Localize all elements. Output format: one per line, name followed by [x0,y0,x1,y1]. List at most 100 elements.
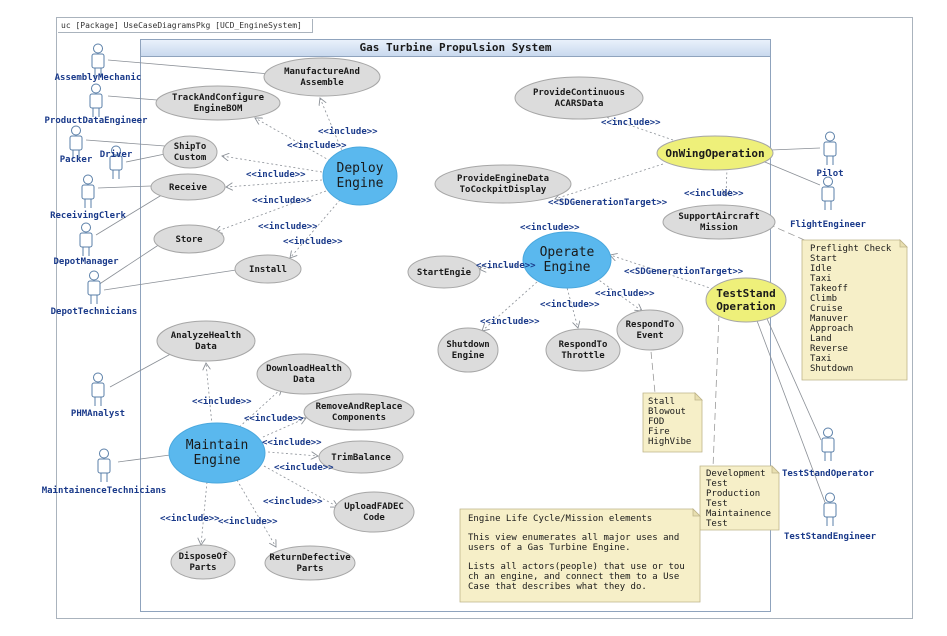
use-case-provide-engine-data-to-cockpit[interactable]: ProvideEngineData ToCockpitDisplay [434,164,572,204]
actor-label: TestStandOperator [782,469,875,479]
svg-text:ACARSData: ACARSData [555,99,604,109]
note-line: Lists all actors(people) that use or tou [468,562,685,572]
system-title: Gas Turbine Propulsion System [141,40,770,57]
include-label: <<include>> [595,288,655,299]
svg-text:Engine: Engine [337,176,384,191]
use-case-provide-continuous-acars-data[interactable]: ProvideContinuous ACARSData [514,76,644,120]
actor-pilot[interactable]: Pilot [816,131,844,179]
svg-text:Event: Event [636,331,663,341]
include-label: <<include>> [520,222,580,233]
actor-product-data-engineer[interactable]: ProductDataEngineer [45,83,149,126]
use-case-deploy-engine[interactable]: Deploy Engine [322,146,398,206]
use-case-track-and-configure-engine-bom[interactable]: TrackAndConfigure EngineBOM [155,85,281,121]
include-label: <<include>> [318,126,378,137]
use-case-receive[interactable]: Receive [150,173,226,201]
actor-assembly-mechanic[interactable]: AssemblyMechanic [55,43,142,83]
svg-text:Mission: Mission [700,222,738,233]
note-line: Maintainence [706,509,771,519]
svg-text:TrackAndConfigure: TrackAndConfigure [172,92,265,103]
use-case-support-aircraft-mission[interactable]: SupportAircraft Mission [662,204,776,240]
use-case-dispose-of-parts[interactable]: DisposeOf Parts [170,544,236,580]
actor-test-stand-operator[interactable]: TestStandOperator [782,427,875,479]
use-case-analyze-health-data[interactable]: AnalyzeHealth Data [156,320,256,362]
use-case-remove-and-replace-components[interactable]: RemoveAndReplace Components [303,393,415,431]
actor-label: AssemblyMechanic [55,72,142,83]
note-summary[interactable]: Engine Life Cycle/Mission elements This … [459,508,701,603]
use-case-respond-to-event[interactable]: RespondTo Event [616,309,684,351]
note-line: ch an engine, and connect them to a Use [468,572,679,582]
svg-text:StartEngie: StartEngie [417,267,472,278]
actor-label: ProductDataEngineer [45,115,149,126]
use-case-on-wing-operation[interactable]: OnWingOperation [656,135,774,171]
use-case-return-defective-parts[interactable]: ReturnDefective Parts [264,545,356,581]
note-events[interactable]: Stall Blowout FOD Fire HighVibe [642,392,703,453]
use-case-maintain-engine[interactable]: Maintain Engine [168,422,266,484]
actor-label: DepotTechnicians [51,306,138,317]
svg-text:ReturnDefective: ReturnDefective [269,552,351,563]
svg-text:Deploy: Deploy [337,161,384,176]
note-line: This view enumerates all major uses and [468,533,679,543]
include-label: <<include>> [287,140,347,151]
include-label: <<include>> [476,260,536,271]
actor-label: PHMAnalyst [71,409,125,419]
use-case-store[interactable]: Store [153,224,225,254]
note-line: Blowout [648,407,686,417]
use-case-ship-to-custom[interactable]: ShipTo Custom [162,135,218,169]
use-case-trim-balance[interactable]: TrimBalance [318,440,404,474]
association-lines [85,59,827,506]
note-test-types[interactable]: Development Test Production Test Maintai… [699,465,780,531]
use-case-download-health-data[interactable]: DownloadHealth Data [256,353,352,395]
svg-text:Operate: Operate [540,245,595,260]
actor-driver[interactable]: Driver [100,145,133,179]
diagram-frame-tab[interactable]: uc [Package] UseCaseDiagramsPkg [UCD_Eng… [58,19,313,33]
actor-depot-technicians[interactable]: DepotTechnicians [51,270,138,317]
note-line: HighVibe [648,437,691,447]
include-label: <<include>> [160,513,220,524]
svg-text:Data: Data [195,342,217,352]
note-line: Test [706,499,728,509]
note-mission-phases[interactable]: Preflight Check Start Idle Taxi Takeoff … [801,239,908,381]
use-case-shutdown-engine[interactable]: Shutdown Engine [437,327,499,373]
note-line: Takeoff [810,284,848,294]
svg-text:RespondTo: RespondTo [626,320,675,330]
use-case-respond-to-throttle[interactable]: RespondTo Throttle [545,328,621,372]
svg-text:ProvideEngineData: ProvideEngineData [457,173,549,184]
svg-text:RespondTo: RespondTo [559,340,608,350]
note-line: Test [706,519,728,529]
note-line: Taxi [810,354,832,364]
note-summary-title: Engine Life Cycle/Mission elements [468,514,652,524]
include-label: <<include>> [258,221,318,232]
use-case-test-stand-operation[interactable]: TestStand Operation [705,277,787,323]
actor-label: ReceivingClerk [50,210,126,221]
include-label: <<include>> [246,169,306,180]
note-line: Reverse [810,344,848,354]
use-case-start-engine[interactable]: StartEngie [407,255,481,289]
svg-text:Engine: Engine [194,453,241,468]
actor-flight-engineer[interactable]: FlightEngineer [790,176,867,230]
actor-packer[interactable]: Packer [60,125,93,165]
note-line: Start [810,254,837,264]
actor-maintainence-technicians[interactable]: MaintainenceTechnicians [42,448,167,496]
use-case-manufacture-and-assemble[interactable]: ManufactureAnd Assemble [263,57,381,97]
note-line: Production [706,489,760,499]
note-line: Approach [810,324,853,334]
include-label: <<include>> [262,437,322,448]
actor-label: Packer [60,155,93,165]
actor-phm-analyst[interactable]: PHMAnalyst [71,372,125,419]
actor-receiving-clerk[interactable]: ReceivingClerk [50,174,127,221]
actor-depot-manager[interactable]: DepotManager [53,222,119,267]
svg-text:DisposeOf: DisposeOf [179,551,228,562]
svg-text:UploadFADEC: UploadFADEC [344,502,404,512]
actor-test-stand-engineer[interactable]: TestStandEngineer [784,492,877,542]
use-case-operate-engine[interactable]: Operate Engine [522,231,612,289]
svg-text:RemoveAndReplace: RemoveAndReplace [316,402,403,412]
note-line: Preflight Check [810,244,892,254]
sd-generation-target-label: <<SDGenerationTarget>> [624,266,744,277]
svg-text:Operation: Operation [716,300,776,313]
use-case-install[interactable]: Install [234,254,302,284]
note-line: Manuver [810,314,849,324]
use-case-upload-fadec-code[interactable]: UploadFADEC Code [333,491,415,533]
include-label: <<include>> [480,316,540,327]
note-line: Land [810,334,832,344]
